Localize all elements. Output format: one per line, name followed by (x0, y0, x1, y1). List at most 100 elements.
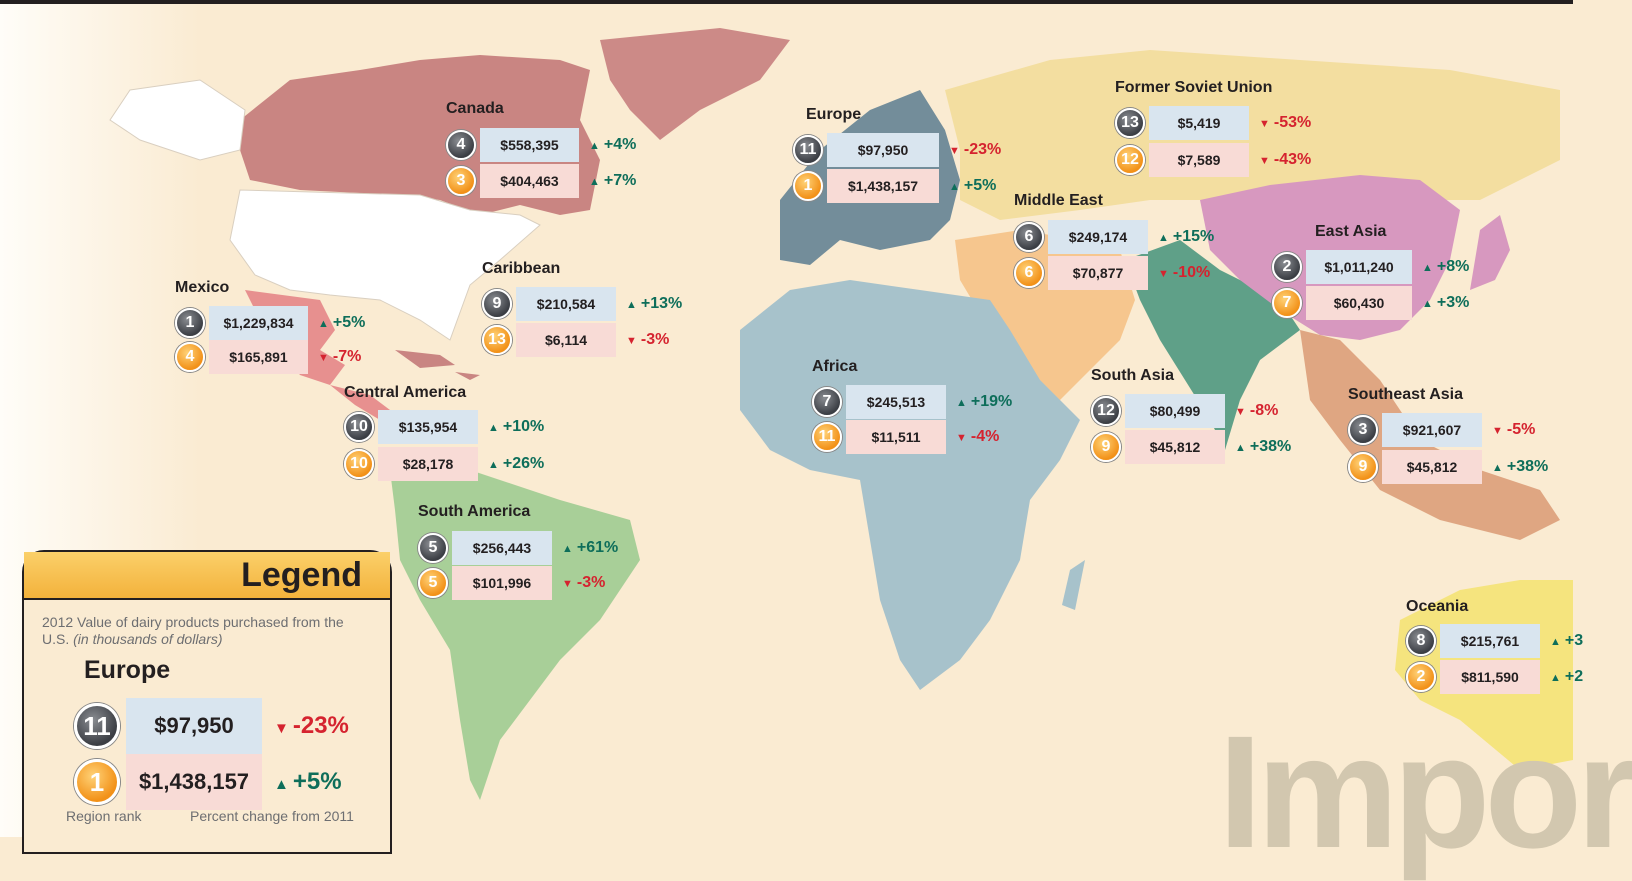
arrow-up-icon: ▲ (949, 181, 960, 193)
value-cell: $7,589 (1149, 143, 1249, 177)
region-row-2012: 12 $80,499 ▼-8% (1091, 394, 1278, 428)
change-down: ▼-8% (1235, 402, 1278, 420)
rank-badge: 1 (175, 308, 205, 338)
region-name: Middle East (1014, 192, 1103, 209)
japan-shape (1470, 215, 1510, 290)
value-cell: $210,584 (516, 287, 616, 321)
rank-badge: 13 (1115, 108, 1145, 138)
value-cell: $45,812 (1382, 450, 1482, 484)
region-row-2012: 1 $1,229,834 ▲+5% (175, 306, 365, 340)
rank-badge: 2 (1272, 252, 1302, 282)
change-down: ▼-3% (626, 331, 669, 349)
rank-badge: 1 (793, 171, 823, 201)
value-cell: $404,463 (480, 164, 579, 198)
change-up: ▲+38% (1492, 458, 1548, 476)
region-name: Southeast Asia (1348, 386, 1463, 403)
rank-badge: 11 (812, 422, 842, 452)
arrow-up-icon: ▲ (1492, 462, 1503, 474)
value-cell: $80,499 (1125, 394, 1225, 428)
arrow-down-icon: ▼ (274, 720, 289, 737)
legend-description: 2012 Value of dairy products purchased f… (42, 614, 362, 648)
change-up: ▲+38% (1235, 438, 1291, 456)
change-value: +38% (1249, 438, 1292, 455)
change-value: +26% (502, 455, 545, 472)
rank-badge: 10 (344, 449, 374, 479)
region-row-2011: 13 $6,114 ▼-3% (482, 323, 669, 357)
change-value: +5% (963, 177, 997, 194)
region-row-2012: 2 $1,011,240 ▲+8% (1272, 250, 1469, 284)
change-value: -8% (1249, 402, 1279, 419)
rank-badge: 7 (812, 387, 842, 417)
legend-rank-badge: 11 (74, 703, 120, 749)
change-down: ▼-23% (949, 141, 1001, 159)
rank-badge: 8 (1406, 626, 1436, 656)
change-up: ▲+7% (589, 172, 636, 190)
region-row-2012: 13 $5,419 ▼-53% (1115, 106, 1311, 140)
change-value: -53% (1273, 114, 1312, 131)
change-up: ▲+15% (1158, 228, 1214, 246)
legend-change-up: ▲+5% (274, 768, 342, 796)
region-name: Africa (812, 358, 858, 375)
change-up: ▲+61% (562, 539, 618, 557)
region-row-2011: 4 $165,891 ▼-7% (175, 340, 361, 374)
legend-value: $97,950 (126, 698, 262, 754)
arrow-down-icon: ▼ (626, 335, 637, 347)
arrow-down-icon: ▼ (562, 578, 573, 590)
arrow-up-icon: ▲ (1158, 232, 1169, 244)
legend-change-value: +5% (292, 768, 342, 795)
change-value: +3% (1436, 294, 1470, 311)
arrow-up-icon: ▲ (1235, 442, 1246, 454)
change-value: +3 (1564, 632, 1584, 649)
region-name: East Asia (1315, 223, 1387, 240)
legend-row-2012: 11 $97,950 ▼-23% (74, 698, 349, 754)
value-cell: $5,419 (1149, 106, 1249, 140)
region-row-2012: 8 $215,761 ▲+3 (1406, 624, 1583, 658)
rank-badge: 10 (344, 412, 374, 442)
region-row-2012: 11 $97,950 ▼-23% (793, 133, 1001, 167)
change-value: -3% (640, 331, 670, 348)
change-value: -3% (576, 574, 606, 591)
region-row-2011: 6 $70,877 ▼-10% (1014, 256, 1210, 290)
change-value: +61% (576, 539, 619, 556)
change-value: +38% (1506, 458, 1549, 475)
change-up: ▲+3 (1550, 632, 1583, 650)
value-cell: $165,891 (209, 340, 308, 374)
arrow-up-icon: ▲ (589, 140, 600, 152)
arrow-up-icon: ▲ (488, 422, 499, 434)
rank-badge: 7 (1272, 288, 1302, 318)
arrow-up-icon: ▲ (589, 176, 600, 188)
region-name: Former Soviet Union (1115, 79, 1273, 96)
arrow-up-icon: ▲ (488, 459, 499, 471)
value-cell: $1,438,157 (827, 169, 939, 203)
change-value: +5% (332, 314, 366, 331)
value-cell: $60,430 (1306, 286, 1412, 320)
region-name: Oceania (1406, 598, 1469, 615)
change-value: -10% (1172, 264, 1211, 281)
value-cell: $70,877 (1048, 256, 1148, 290)
arrow-down-icon: ▼ (1259, 155, 1270, 167)
region-row-2011: 3 $404,463 ▲+7% (446, 164, 636, 198)
change-down: ▼-10% (1158, 264, 1210, 282)
region-row-2012: 5 $256,443 ▲+61% (418, 531, 618, 565)
change-value: -7% (332, 348, 362, 365)
madagascar-shape (1062, 560, 1085, 610)
legend-desc-main: 2012 Value of dairy products purchased f… (42, 614, 344, 647)
rank-badge: 3 (446, 166, 476, 196)
change-up: ▲+4% (589, 136, 636, 154)
region-row-2012: 6 $249,174 ▲+15% (1014, 220, 1214, 254)
value-cell: $921,607 (1382, 413, 1482, 447)
region-name: Mexico (175, 279, 230, 296)
arrow-up-icon: ▲ (318, 318, 329, 330)
value-cell: $11,511 (846, 420, 946, 454)
change-value: +2 (1564, 668, 1584, 685)
rank-badge: 9 (1091, 432, 1121, 462)
change-value: -43% (1273, 151, 1312, 168)
legend-change-down: ▼-23% (274, 712, 349, 740)
region-row-2011: 2 $811,590 ▲+2 (1406, 660, 1583, 694)
rank-badge: 12 (1115, 145, 1145, 175)
region-row-2011: 7 $60,430 ▲+3% (1272, 286, 1469, 320)
value-cell: $245,513 (846, 385, 946, 419)
arrow-down-icon: ▼ (1492, 425, 1503, 437)
rank-badge: 9 (482, 289, 512, 319)
change-up: ▲+5% (318, 314, 365, 332)
